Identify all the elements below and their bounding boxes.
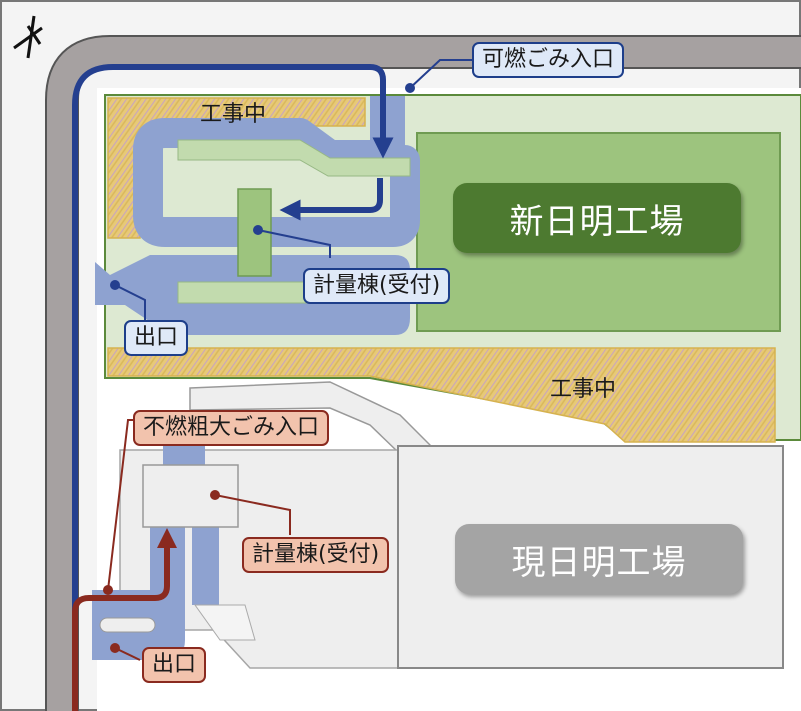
new-entrance-lane (370, 96, 405, 166)
north-arrow-icon (13, 15, 43, 59)
old-site-island (99, 617, 156, 633)
nonburnable-waste-route (72, 548, 170, 711)
old-exit-label: 出口 (142, 647, 207, 683)
burnable-entrance-label: 可燃ごみ入口 (472, 42, 625, 78)
construction-area-middle (107, 347, 776, 443)
old-site-median (194, 604, 256, 641)
new-weighbridge-dot (253, 225, 263, 235)
old-weighbridge-dot (210, 490, 220, 500)
burnable-waste-route (72, 64, 394, 711)
burnable-entrance-dot (405, 83, 415, 93)
new-exit-dot (110, 280, 120, 290)
old-exit-dot (110, 643, 120, 653)
perimeter-road (47, 37, 801, 711)
nonburnable-entrance-dot (103, 585, 113, 595)
blue-leader-lines (114, 59, 472, 322)
burnable-waste-route-to-weighbridge (279, 178, 383, 221)
nonburnable-entrance-label: 不燃粗大ごみ入口 (133, 410, 330, 446)
new-site-service-road-loop (133, 98, 420, 247)
old-plant-label: 現日明工場 (455, 524, 743, 594)
old-inbound-lane (192, 525, 219, 605)
new-exit-label: 出口 (124, 320, 189, 356)
construction-label-middle: 工事中 (550, 377, 617, 402)
nonburnable-route-arrowhead (157, 528, 177, 548)
new-weighbridge-label: 計量棟(受付) (303, 268, 451, 304)
construction-label-north: 工事中 (200, 102, 267, 127)
inbound-lane-strip (177, 139, 411, 177)
new-plant-label: 新日明工場 (453, 183, 741, 253)
old-weighbridge-label: 計量棟(受付) (242, 537, 390, 573)
